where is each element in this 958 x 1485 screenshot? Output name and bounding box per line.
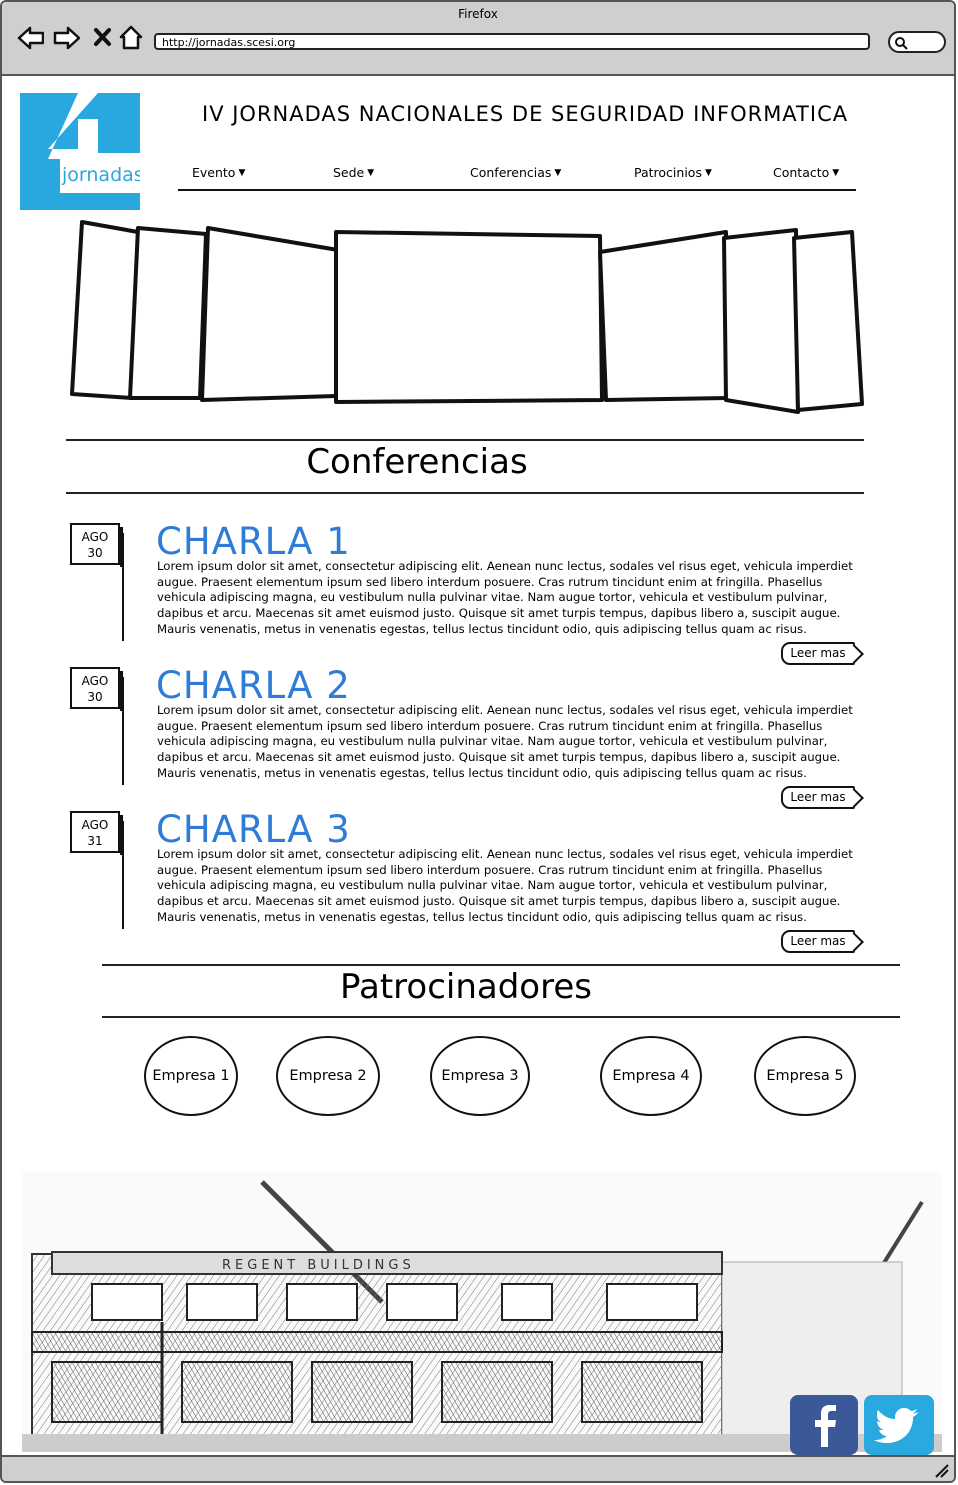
url-bar[interactable]: http://jornadas.scesi.org [154, 33, 870, 50]
menu-label: Patrocinios [634, 165, 702, 180]
sponsor-logo[interactable]: Empresa 2 [276, 1036, 380, 1116]
image-carousel[interactable] [66, 214, 866, 414]
carousel-slide [70, 220, 140, 400]
date-day: 30 [87, 690, 103, 704]
chevron-down-icon: ▼ [832, 167, 840, 178]
carousel-slide [200, 226, 340, 402]
date-badge: AGO 30 [70, 523, 126, 641]
search-icon [895, 37, 908, 50]
divider [66, 492, 864, 494]
main-menu: Evento▼ Sede▼ Conferencias▼ Patrocinios▼… [178, 162, 856, 191]
divider [102, 1016, 900, 1018]
menu-item-sede[interactable]: Sede▼ [333, 165, 374, 180]
carousel-slide [722, 228, 800, 414]
sponsor-logo[interactable]: Empresa 3 [430, 1036, 530, 1116]
divider [66, 439, 864, 441]
search-field[interactable] [888, 31, 946, 53]
stop-icon[interactable] [92, 24, 120, 52]
browser-status-bar [2, 1455, 954, 1481]
window-title: Firefox [458, 7, 498, 21]
sponsor-logo[interactable]: Empresa 5 [754, 1036, 856, 1116]
home-icon[interactable] [118, 24, 146, 52]
sponsor-logo[interactable]: Empresa 4 [600, 1036, 702, 1116]
date-month: AGO [81, 530, 109, 544]
talk-description: Lorem ipsum dolor sit amet, consectetur … [157, 559, 853, 636]
carousel-slide-active [334, 230, 604, 404]
date-badge: AGO 30 [70, 667, 126, 785]
building-sign: REGENT BUILDINGS [222, 1258, 415, 1273]
menu-item-conferencias[interactable]: Conferencias▼ [470, 165, 561, 180]
talk-title[interactable]: CHARLA 2 [156, 664, 351, 707]
section-title-conferencias: Conferencias [306, 442, 528, 482]
chevron-down-icon: ▼ [238, 167, 246, 178]
browser-toolbar: Firefox http://jornadas.scesi.org [2, 2, 954, 76]
read-more-button[interactable]: Leer mas [781, 930, 855, 953]
back-icon[interactable] [16, 24, 44, 52]
divider [102, 964, 900, 966]
talk-description: Lorem ipsum dolor sit amet, consectetur … [157, 847, 853, 924]
date-month: AGO [81, 674, 109, 688]
page-title: IV JORNADAS NACIONALES DE SEGURIDAD INFO… [202, 102, 849, 126]
date-day: 30 [87, 546, 103, 560]
menu-label: Evento [192, 165, 236, 180]
date-month: AGO [81, 818, 109, 832]
talk-title[interactable]: CHARLA 3 [156, 808, 351, 851]
logo-text: jornadas [61, 164, 140, 186]
read-more-button[interactable]: Leer mas [781, 786, 855, 809]
date-badge: AGO 31 [70, 811, 126, 929]
twitter-icon [864, 1395, 934, 1455]
resize-grip-icon[interactable] [932, 1461, 950, 1479]
menu-item-contacto[interactable]: Contacto▼ [773, 165, 839, 180]
menu-label: Contacto [773, 165, 830, 180]
date-day: 31 [87, 834, 103, 848]
jornadas-logo[interactable]: jornadas [20, 93, 140, 210]
forward-icon[interactable] [52, 24, 80, 52]
facebook-icon [790, 1395, 858, 1455]
menu-item-patrocinios[interactable]: Patrocinios▼ [634, 165, 712, 180]
twitter-button[interactable] [864, 1395, 934, 1455]
menu-label: Conferencias [470, 165, 552, 180]
read-more-button[interactable]: Leer mas [781, 642, 855, 665]
chevron-down-icon: ▼ [704, 167, 712, 178]
carousel-slide [598, 230, 730, 402]
facebook-button[interactable] [790, 1395, 858, 1455]
menu-label: Sede [333, 165, 365, 180]
sponsor-logo[interactable]: Empresa 1 [144, 1036, 238, 1116]
talk-description: Lorem ipsum dolor sit amet, consectetur … [157, 703, 853, 780]
chevron-down-icon: ▼ [367, 167, 375, 178]
section-title-patrocinadores: Patrocinadores [340, 967, 592, 1007]
chevron-down-icon: ▼ [554, 167, 562, 178]
carousel-slide [128, 226, 208, 400]
menu-item-evento[interactable]: Evento▼ [192, 165, 245, 180]
talk-title[interactable]: CHARLA 1 [156, 520, 351, 563]
carousel-slide [792, 230, 864, 412]
